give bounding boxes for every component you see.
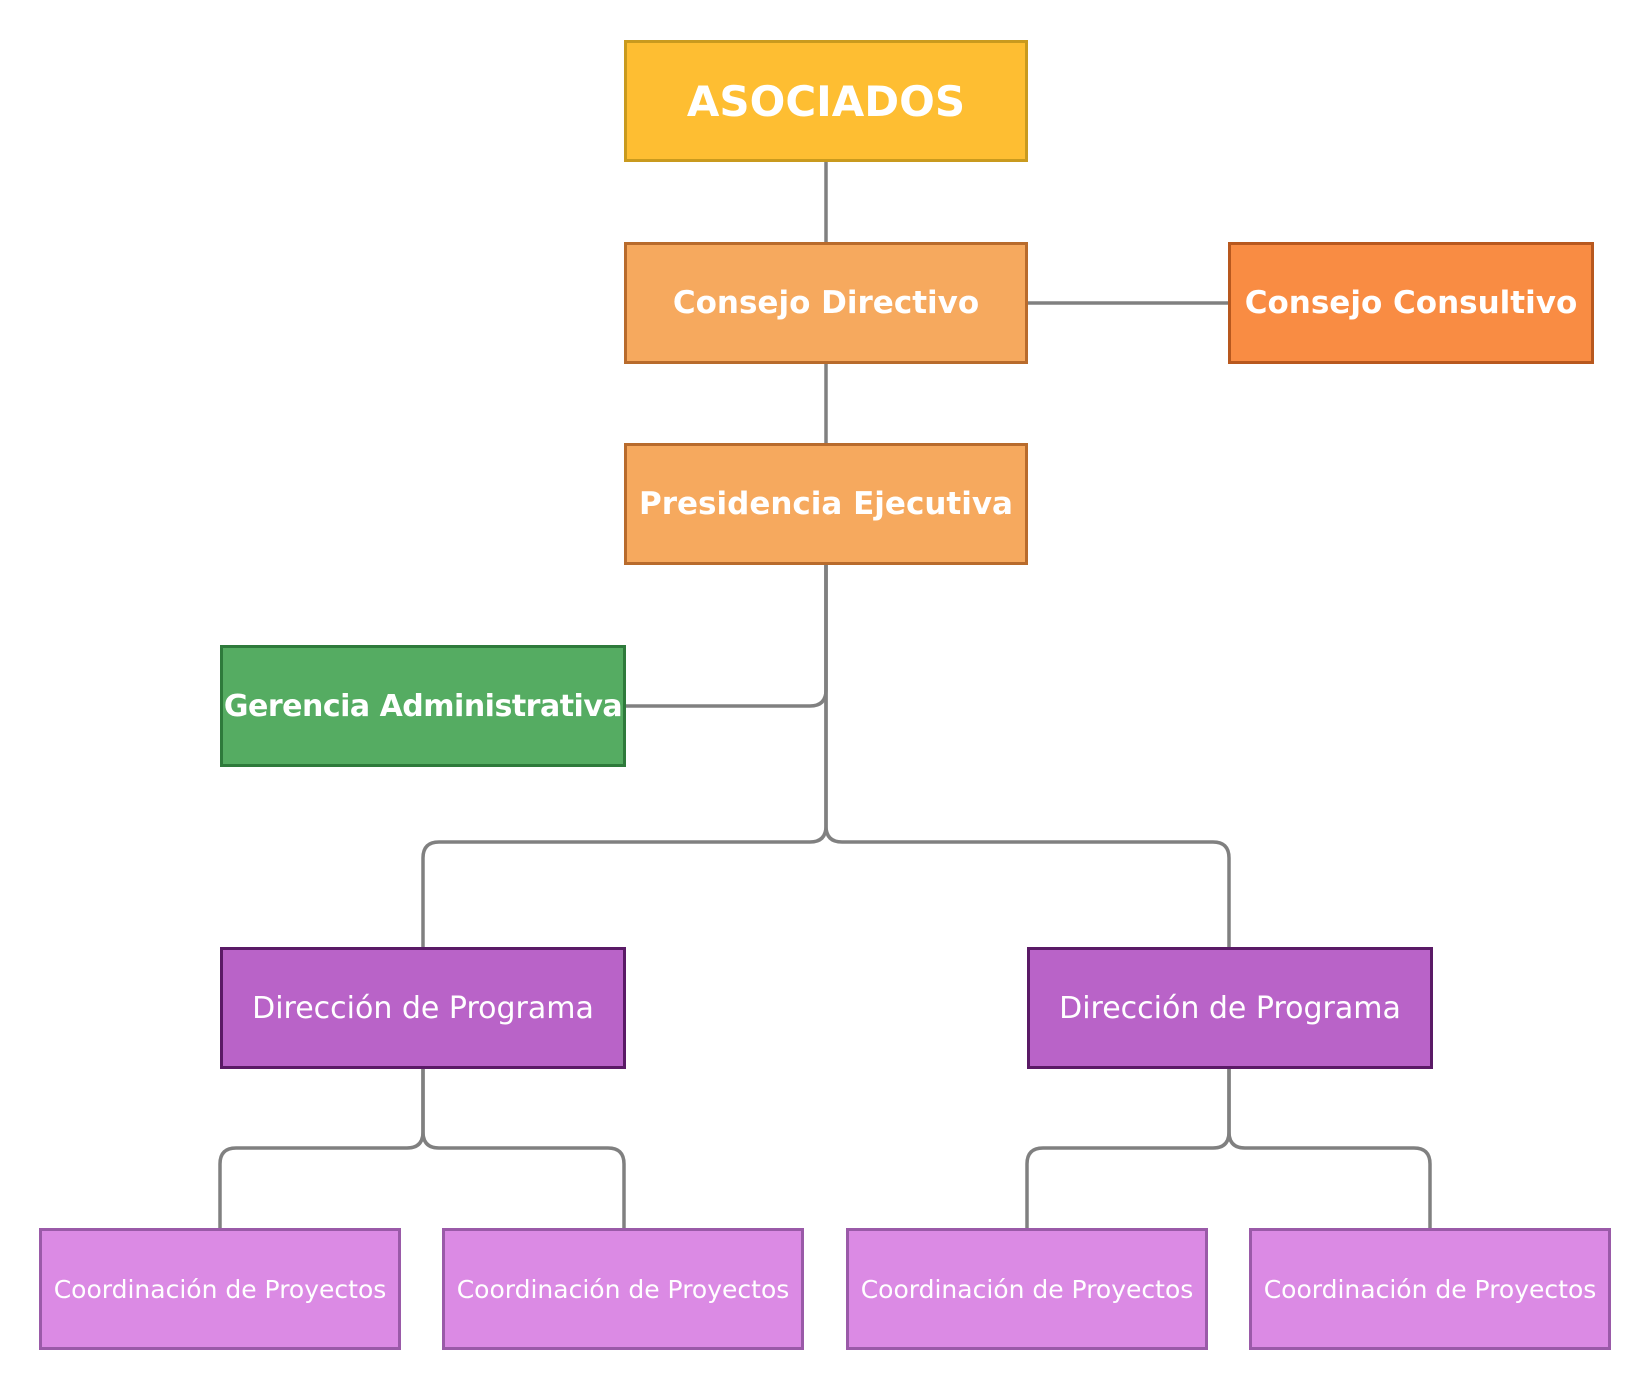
node-coordinacion-de-proyectos-4: Coordinación de Proyectos	[1249, 1228, 1611, 1350]
node-consejo-consultivo: Consejo Consultivo	[1228, 242, 1594, 364]
edge-direccion-2-coord-3	[1025, 1069, 1231, 1228]
node-asociados: ASOCIADOS	[624, 40, 1028, 162]
node-direccion-de-programa-1: Dirección de Programa	[220, 947, 626, 1069]
node-consejo-directivo: Consejo Directivo	[624, 242, 1028, 364]
edge-presidencia-gerencia	[626, 565, 828, 708]
edge-direccion-1-coord-1	[218, 1069, 425, 1228]
edge-direccion-1-coord-2	[421, 1069, 626, 1228]
node-coordinacion-de-proyectos-2: Coordinación de Proyectos	[442, 1228, 804, 1350]
edge-presidencia-direccion-2	[824, 565, 1231, 947]
node-presidencia-ejecutiva: Presidencia Ejecutiva	[624, 443, 1028, 565]
node-coordinacion-de-proyectos-3: Coordinación de Proyectos	[846, 1228, 1208, 1350]
edge-direccion-2-coord-4	[1227, 1069, 1432, 1228]
node-gerencia-administrativa: Gerencia Administrativa	[220, 645, 626, 767]
node-coordinacion-de-proyectos-1: Coordinación de Proyectos	[39, 1228, 401, 1350]
node-direccion-de-programa-2: Dirección de Programa	[1027, 947, 1433, 1069]
